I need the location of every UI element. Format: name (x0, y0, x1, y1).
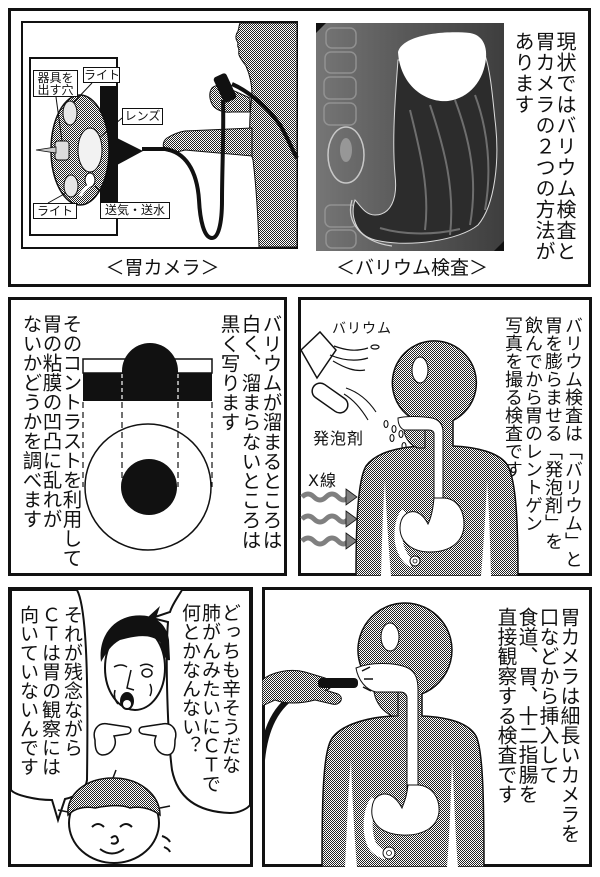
scope-handle (213, 73, 237, 103)
panel1-artwork (21, 21, 504, 251)
light-icon (62, 100, 78, 126)
narration-line: 直接観察する検査です (494, 607, 517, 804)
lens-icon (77, 127, 103, 173)
hand (262, 669, 342, 707)
label-instrument-port: 器具を 出す穴 (33, 70, 78, 97)
speech-line: ＣＴは胃の観察には (39, 605, 61, 776)
label-line: 器具を (37, 71, 74, 85)
panel2-narration-left: そのコントラストを利用して 胃の粘膜の凹凸に乱れが ないかどうかを調べます (19, 314, 82, 568)
scope-insertion-tube (142, 99, 226, 241)
narration-line: 現状ではバリウム検査と (553, 31, 577, 262)
xray-wave-arrows-icon (300, 491, 351, 547)
narration-line: あります (511, 31, 535, 115)
doctor-forearm (162, 127, 253, 157)
narration-line: バリウム検査は「バリウム」と (562, 316, 583, 568)
speech-line: どっちも辛そうだな (219, 603, 241, 774)
panel-ct-dialogue: どっちも辛そうだな 肺がんみたいにＣＴで 何とかなんない？ それが残念ながら Ｃ… (8, 587, 253, 867)
doctor-silhouette (235, 22, 298, 248)
panel1-narration: 現状ではバリウム検査と 胃カメラの２つの方法が あります (511, 31, 577, 262)
speech-line: 何とかなんない？ (179, 603, 201, 755)
barium-xray-image (316, 23, 504, 251)
label-air-water: 送気・送水 (100, 202, 170, 219)
child-speech-text: それが残念ながら ＣＴは胃の観察には 向いていないんです (17, 605, 83, 776)
speech-line: 向いていないんです (17, 605, 39, 776)
panel2-narration-right: バリウムが溜まるところは 白く、溜まらないところは 黒く写ります (217, 314, 282, 550)
narration-line: そのコントラストを利用して (59, 314, 82, 568)
narration-line: 白く、溜まらないところは (238, 314, 261, 550)
narration-line: ないかどうかを調べます (19, 314, 42, 529)
scope-tip (318, 678, 358, 688)
man-speech-bubble (148, 589, 251, 815)
eye-icon (380, 622, 400, 652)
gastroscope-caption: ＜胃カメラ＞ (105, 257, 220, 279)
narration-line: 口などから挿入して (536, 607, 559, 785)
panel4-artwork (10, 589, 251, 864)
label-light-top: ライト (83, 67, 121, 83)
label-light-bottom: ライト (33, 203, 77, 219)
barium-xray-caption: ＜バリウム検査＞ (335, 257, 488, 279)
top-view-barium-spot (121, 459, 177, 515)
panel-barium-exam: バリウム 発泡剤 X線 バリウム検査は「バリウム」と 胃を膨らませる「発泡剤」を… (298, 297, 592, 576)
label-line: 出す穴 (37, 83, 74, 97)
narration-line: 胃の粘膜の凹凸に乱れが (39, 314, 62, 529)
stomach (371, 784, 440, 836)
narration-line: 飲んでから胃のレントゲン (522, 316, 543, 532)
speech-line: 肺がんみたいにＣＴで (199, 603, 221, 793)
contrast-diagram (82, 343, 213, 551)
pointing-hand-right (138, 722, 177, 756)
panel-contrast-diagram: バリウムが溜まるところは 白く、溜まらないところは 黒く写ります そのコントラス… (8, 297, 287, 576)
narration-line: 黒く写ります (217, 314, 240, 432)
narration-line: バリウムが溜まるところは (259, 314, 282, 550)
stomach (399, 497, 465, 553)
narration-line: 胃カメラは細長いカメラを (557, 607, 580, 844)
eye-icon (411, 356, 429, 384)
narration-line: 胃カメラの２つの方法が (532, 31, 556, 262)
smiling-child-figure (57, 769, 171, 864)
barium-dome (122, 343, 178, 401)
barium-cup-icon (300, 330, 380, 380)
gastroscope-in-hand (262, 666, 373, 761)
foaming-agent-tube-icon (311, 382, 407, 451)
narration-line: 写真を撮る検査です (502, 316, 523, 478)
panel3-narration: バリウム検査は「バリウム」と 胃を膨らませる「発泡剤」を 飲んでから胃のレントゲ… (502, 316, 583, 568)
label-xray: X線 (308, 471, 337, 490)
narration-line: 食道、胃、十二指腸を (515, 607, 538, 804)
panel3-artwork (300, 330, 519, 576)
panel5-artwork (262, 602, 485, 867)
label-foaming-agent: 発泡剤 (313, 429, 365, 448)
narration-line: 胃を膨らませる「発泡剤」を (542, 316, 563, 550)
label-barium: バリウム (332, 321, 392, 337)
speech-line: それが残念ながら (61, 605, 83, 757)
body-silhouette (355, 340, 519, 576)
barium-pool (398, 32, 487, 102)
worried-man-figure (93, 606, 177, 756)
panel5-narration: 胃カメラは細長いカメラを 口などから挿入して 食道、胃、十二指腸を 直接観察する… (494, 607, 580, 844)
panel-gastroscope-exam: 胃カメラは細長いカメラを 口などから挿入して 食道、胃、十二指腸を 直接観察する… (262, 587, 592, 867)
pointing-hand-left (93, 722, 132, 756)
body-silhouette (321, 602, 485, 867)
scope-cord (231, 82, 299, 160)
label-lens: レンズ (122, 108, 163, 125)
panel-two-methods: 器具を 出す穴 ライト レンズ ライト 送気・送水 ＜胃カメラ＞ ＜バリウム検査… (8, 8, 591, 287)
man-speech-text: どっちも辛そうだな 肺がんみたいにＣＴで 何とかなんない？ (179, 603, 241, 793)
